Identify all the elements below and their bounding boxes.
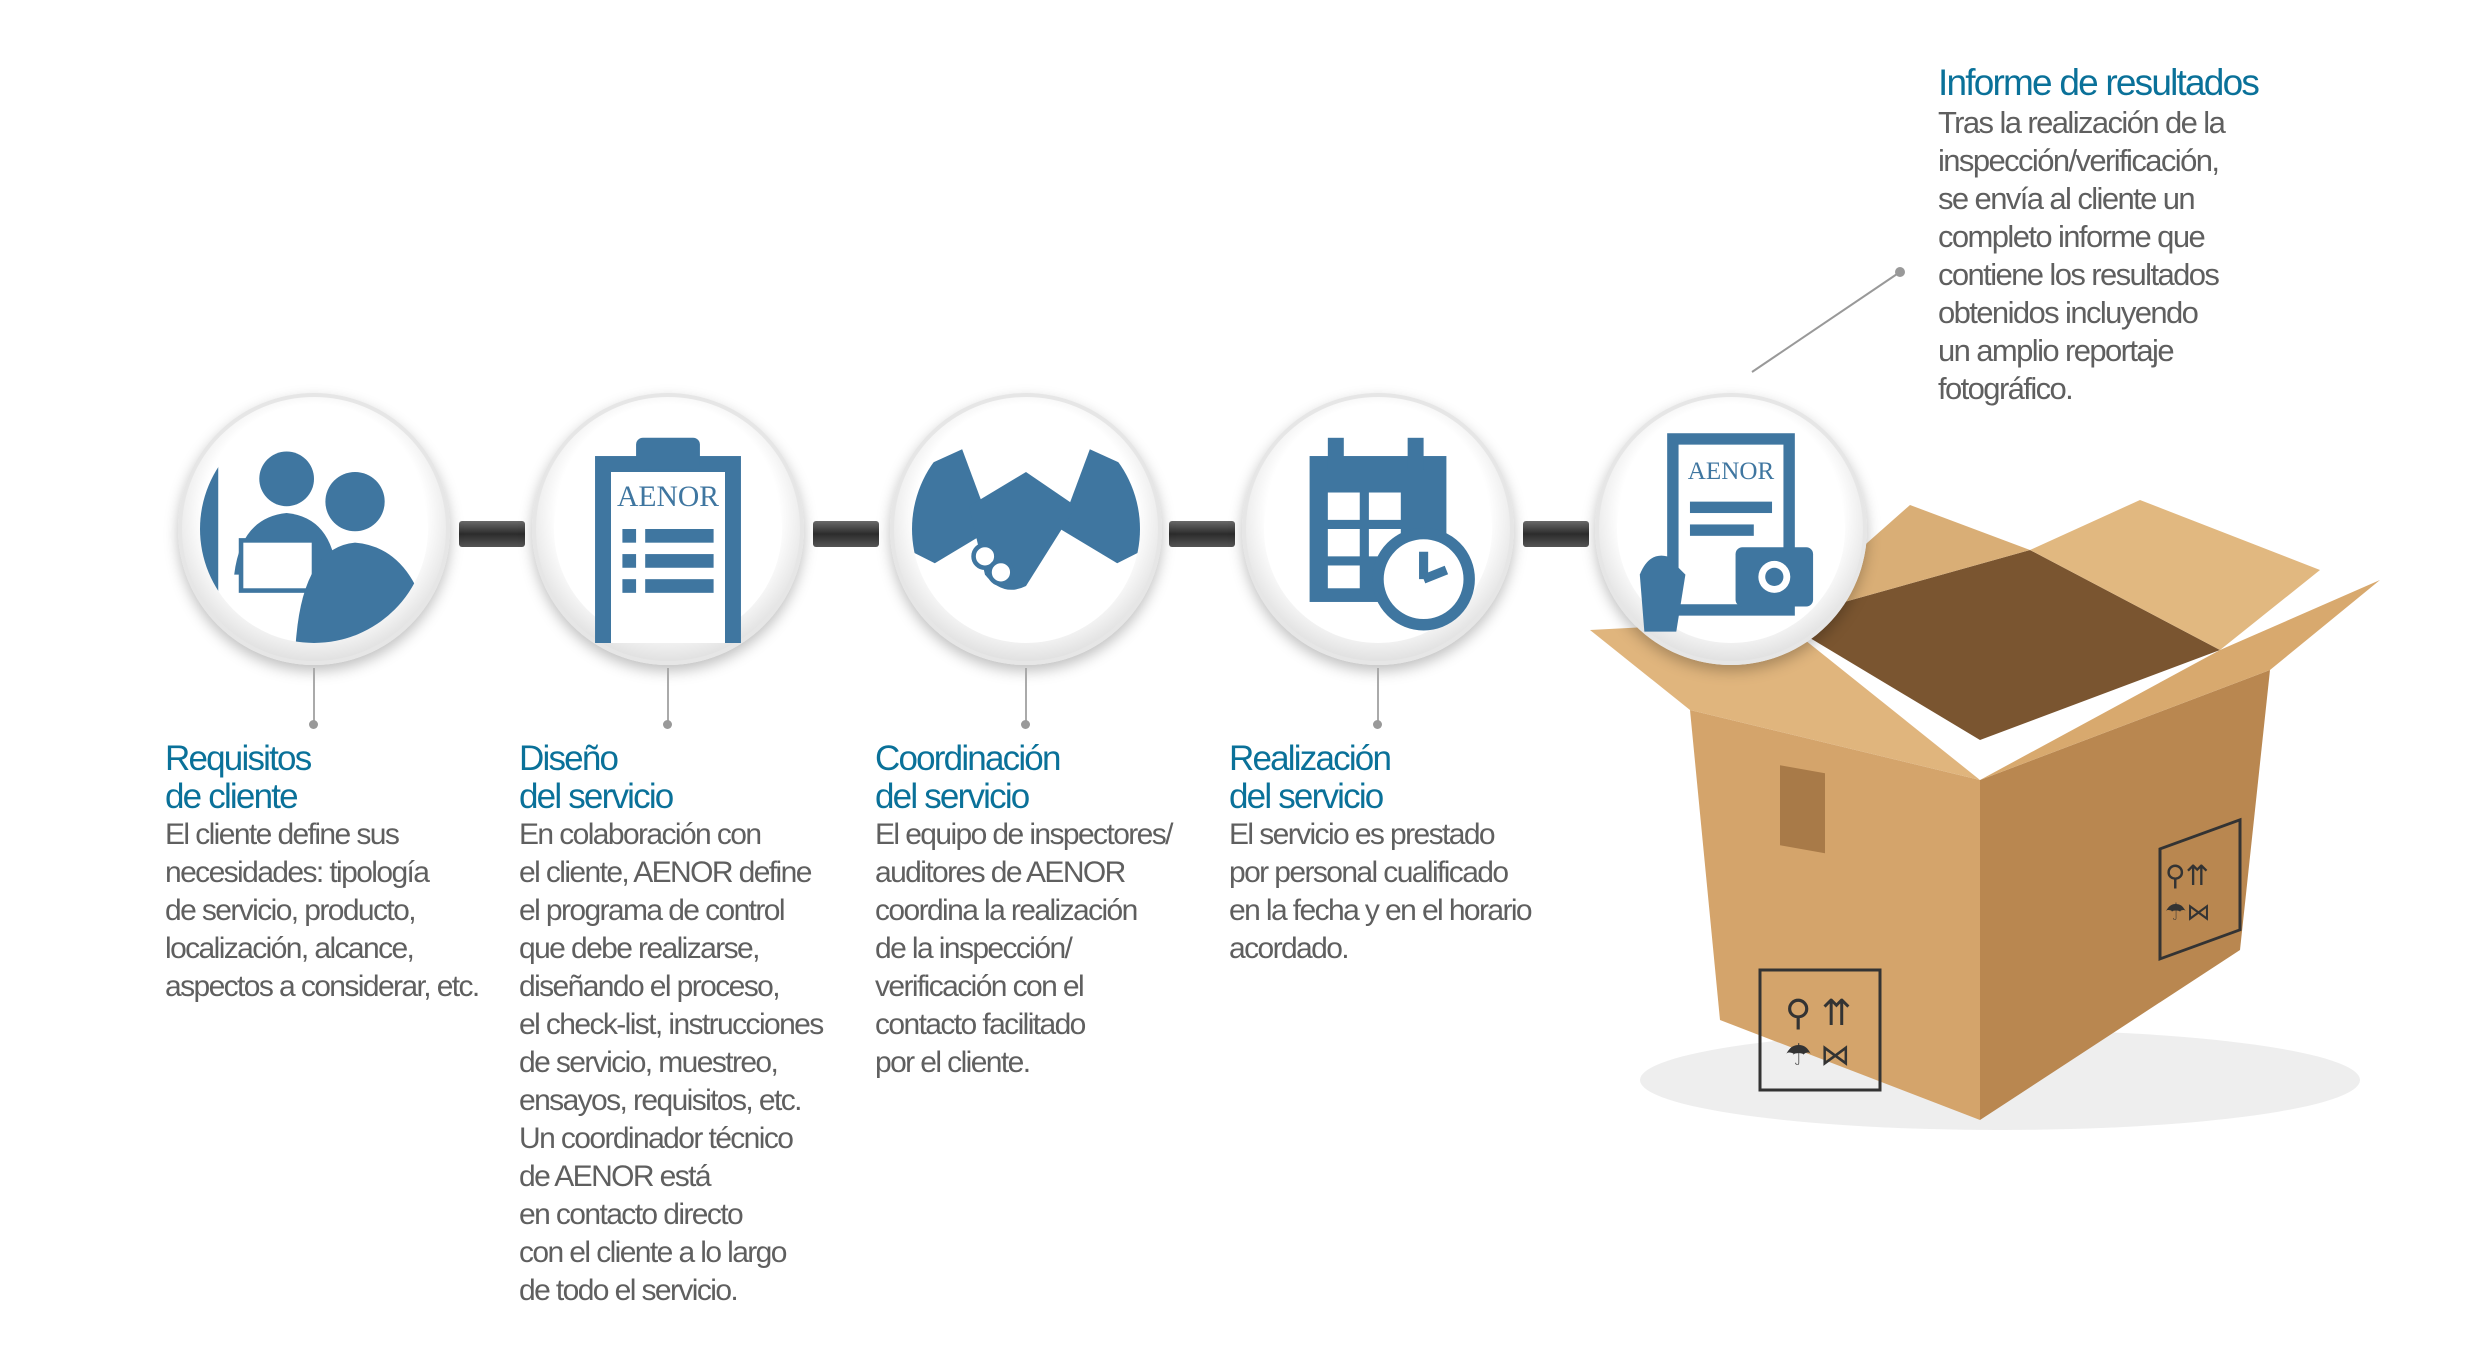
- leader-dot: [1021, 720, 1030, 729]
- step-circle-informe: AENOR: [1595, 393, 1867, 665]
- step-circle-requisitos: [178, 393, 450, 665]
- open-cardboard-box-illustration: ⚲ ⇈ ☂ ⋈ ⚲⇈ ☂⋈: [1590, 500, 2380, 1130]
- connector: [1169, 521, 1235, 547]
- leader-line: [667, 668, 669, 724]
- step-title: de cliente: [165, 777, 299, 816]
- leader-line-informe: [1751, 267, 1905, 373]
- leader-dot: [663, 720, 672, 729]
- svg-text:☂ ⋈: ☂ ⋈: [1785, 1039, 1850, 1072]
- handshake-icon: [912, 415, 1140, 643]
- connector: [813, 521, 879, 547]
- leader-dot: [309, 720, 318, 729]
- leader-dot: [1373, 720, 1382, 729]
- step-circle-diseno: AENOR: [532, 393, 804, 665]
- people-icon: [200, 415, 428, 643]
- connector: [1523, 521, 1589, 547]
- step-diseno: Diseño del servicio En colaboración con …: [519, 740, 939, 1310]
- step-title: del servicio: [519, 777, 674, 816]
- report-camera-icon: AENOR: [1617, 415, 1845, 643]
- step-realizacion: Realización del servicio El servicio es …: [1229, 740, 1649, 968]
- step-description: El equipo de inspectores/ auditores de A…: [875, 818, 1173, 1079]
- step-description: Tras la realización de la inspección/ver…: [1938, 105, 2226, 406]
- svg-text:AENOR: AENOR: [617, 481, 719, 513]
- svg-text:☂⋈: ☂⋈: [2165, 899, 2211, 926]
- clipboard-icon: AENOR: [554, 415, 782, 643]
- step-requisitos: Requisitos de cliente El cliente define …: [165, 740, 585, 1006]
- leader-line: [1377, 668, 1379, 724]
- step-coordinacion: Coordinación del servicio El equipo de i…: [875, 740, 1295, 1082]
- step-title: Realización: [1229, 739, 1392, 778]
- step-title: Informe de resultados: [1938, 62, 2260, 103]
- step-title: Requisitos: [165, 739, 312, 778]
- step-title: Coordinación: [875, 739, 1061, 778]
- step-circle-realizacion: [1242, 393, 1514, 665]
- step-description: El servicio es prestado por personal cua…: [1229, 818, 1533, 965]
- svg-text:⚲⇈: ⚲⇈: [2165, 860, 2209, 891]
- step-description: En colaboración con el cliente, AENOR de…: [519, 818, 824, 1307]
- svg-text:⚲ ⇈: ⚲ ⇈: [1785, 992, 1852, 1033]
- calendar-clock-icon: [1264, 415, 1492, 643]
- step-circle-coordinacion: [890, 393, 1162, 665]
- step-informe: Informe de resultados Tras la realizació…: [1938, 62, 2338, 408]
- connector: [459, 521, 525, 547]
- step-title: del servicio: [875, 777, 1030, 816]
- step-title: Diseño: [519, 739, 619, 778]
- leader-line: [313, 668, 315, 724]
- step-description: El cliente define sus necesidades: tipol…: [165, 818, 480, 1003]
- svg-text:AENOR: AENOR: [1688, 458, 1775, 485]
- step-title: del servicio: [1229, 777, 1384, 816]
- leader-line: [1025, 668, 1027, 724]
